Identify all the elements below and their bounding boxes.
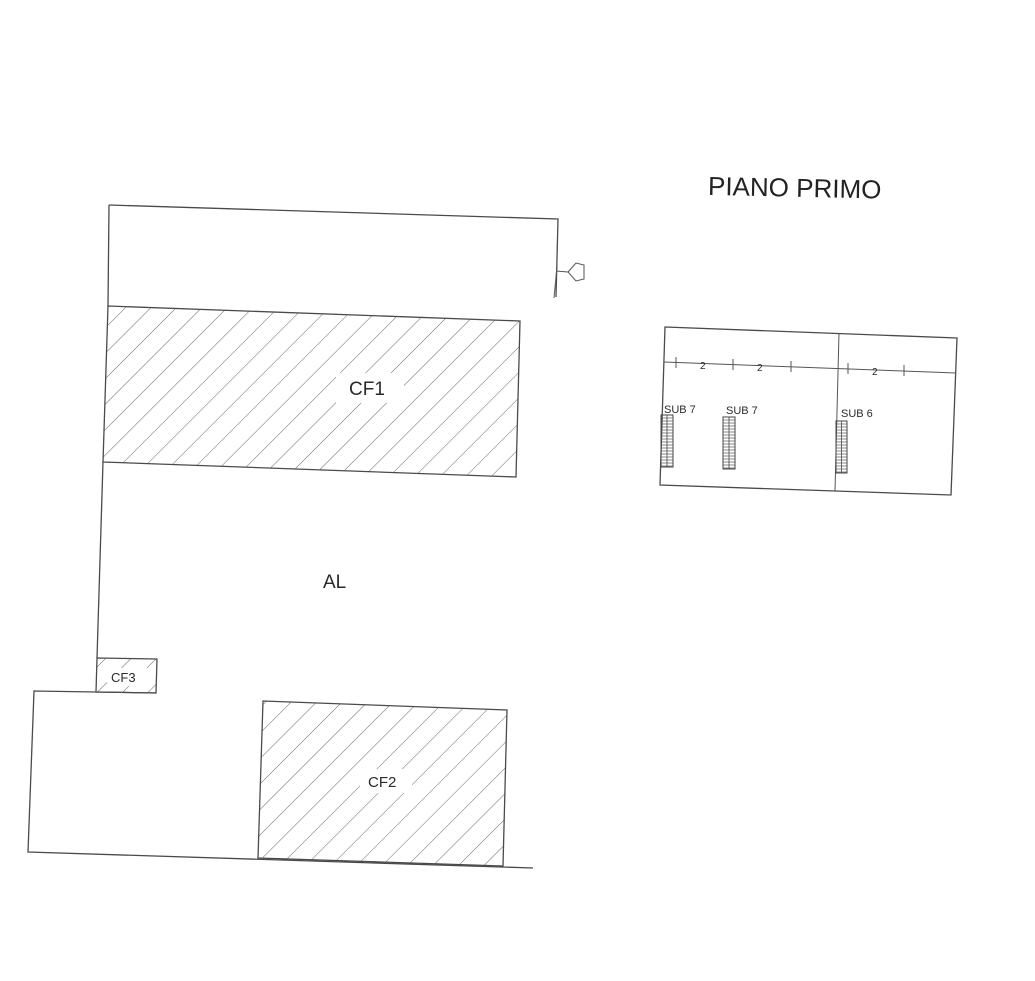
- sub-label: SUB 7: [664, 404, 696, 416]
- key-plan-outline: [659, 326, 958, 496]
- key-plan: 2 2 2 SUB 7 SUB 7 SUB 6: [659, 326, 958, 496]
- stair-icon: [835, 420, 848, 474]
- cf1-label: CF1: [349, 379, 385, 400]
- cf1-area: [102, 305, 521, 478]
- cf2-label: CF2: [368, 774, 396, 791]
- boundary-upper: [108, 204, 559, 298]
- page-title: PIANO PRIMO: [708, 171, 882, 205]
- al-label: AL: [323, 572, 346, 593]
- stair-icon: [660, 414, 674, 468]
- sub-label: SUB 6: [841, 408, 873, 420]
- boundary-left: [96, 461, 104, 659]
- scale-mark: 2: [757, 363, 763, 374]
- dimension-ticks: [675, 357, 905, 376]
- boundary-step: [95, 691, 157, 694]
- key-plan-dimension-line: [663, 361, 957, 374]
- boundary-left-upper: [107, 204, 110, 308]
- cf3-label: CF3: [111, 670, 136, 685]
- boundary-lower: [27, 690, 534, 869]
- scale-mark: 2: [872, 367, 878, 378]
- scale-mark: 2: [700, 361, 706, 372]
- main-plan: CF1 AL CF3 CF2: [27, 204, 585, 869]
- north-arrow-icon: [553, 262, 585, 299]
- stair-icon: [722, 416, 736, 470]
- sub-label: SUB 7: [726, 405, 758, 417]
